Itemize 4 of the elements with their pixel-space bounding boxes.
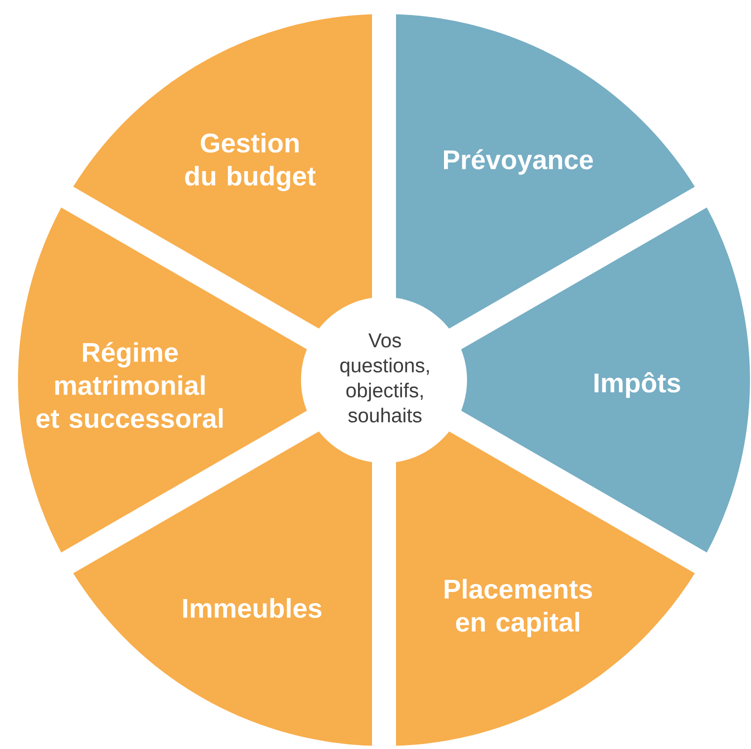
node-label: Prévoyance [444,149,593,175]
node-label: Gestion du budget [185,132,316,192]
node-label: Impôts [594,372,680,398]
node-label: Immeubles [183,598,322,618]
